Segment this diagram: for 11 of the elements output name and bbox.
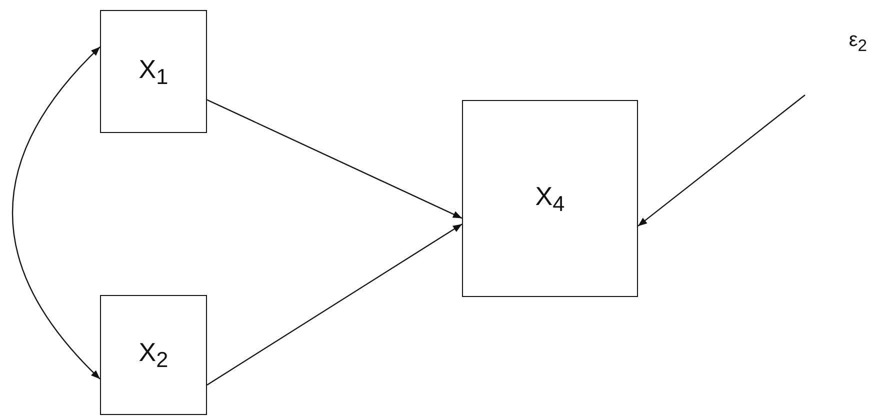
variable-box [100, 10, 207, 133]
variable-box [100, 295, 207, 415]
variable-label: X$_{1}$ [138, 56, 168, 88]
arrow [206, 224, 462, 386]
variable-box [462, 100, 638, 297]
arrow [638, 94, 806, 227]
arrow [206, 99, 462, 219]
variable-label: X$_{4}$ [535, 182, 565, 214]
curved-arrow [12, 46, 100, 380]
variable-label: X$_{2}$ [138, 339, 168, 371]
error-term-label: ε$_{2}$ [848, 28, 868, 55]
